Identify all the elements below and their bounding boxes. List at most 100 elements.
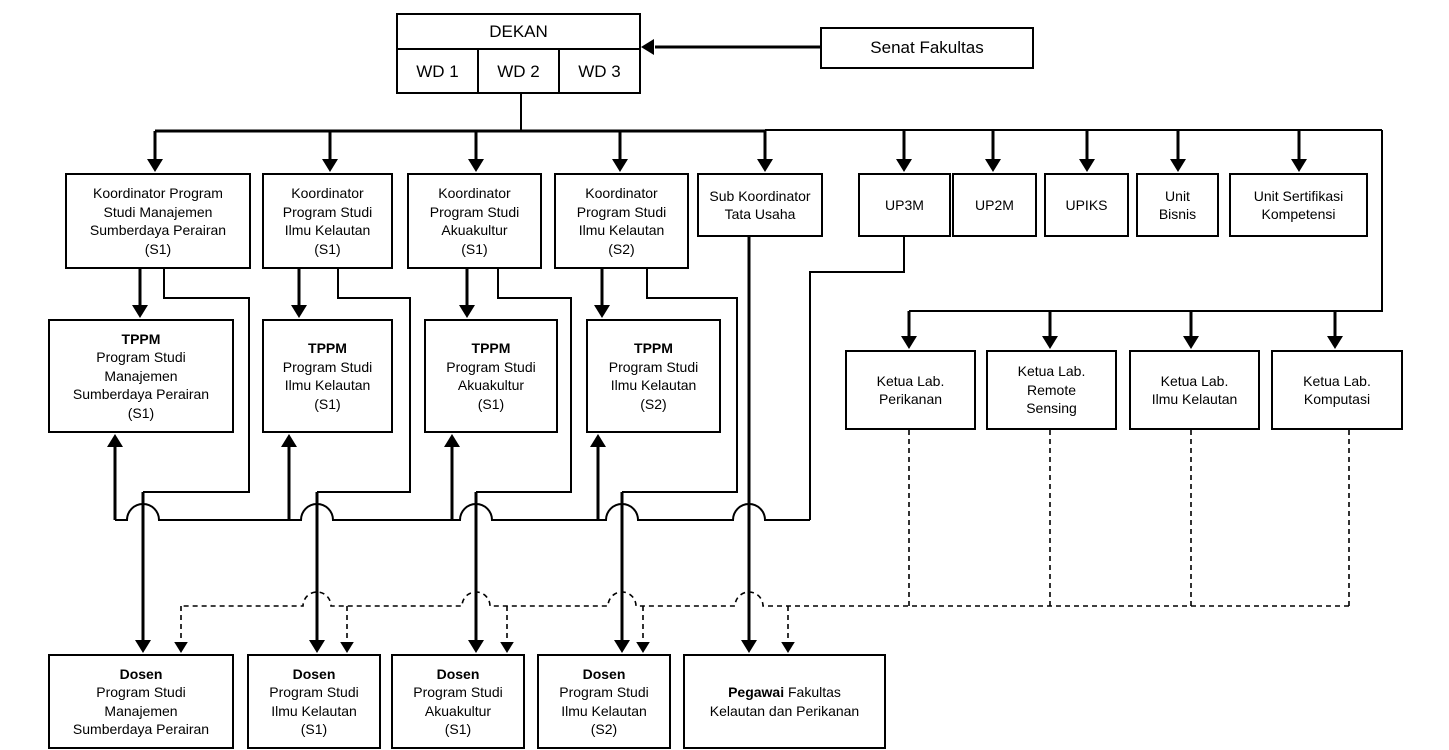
feedback-arrowhead-icon: [590, 434, 606, 447]
line: Bisnis: [1158, 206, 1197, 222]
line: Program Studi: [269, 684, 359, 700]
pegawai-box: Pegawai Fakultas Kelautan dan Perikanan: [683, 654, 886, 749]
unit-box-bisnis: Unit Bisnis: [1136, 173, 1219, 237]
tppm-heading: TPPM: [634, 340, 673, 356]
tppm-heading: TPPM: [471, 340, 511, 356]
tppm-box-msp: TPPM Program Studi Manajemen Sumberdaya …: [48, 319, 234, 433]
drop-arrowhead-icon: [468, 159, 484, 172]
line: Manajemen: [104, 702, 178, 719]
tppm-box-ik-s2: TPPM Program Studi Ilmu Kelautan (S2): [586, 319, 721, 433]
line: Kompetensi: [1261, 206, 1336, 222]
line: Ketua Lab.: [876, 372, 945, 389]
dekan-title: DEKAN: [398, 15, 639, 50]
coordination-arrowhead-icon: [174, 641, 188, 653]
line: Tata Usaha: [724, 206, 796, 222]
line: Sensing: [1026, 400, 1077, 417]
line: Program Studi: [429, 203, 520, 220]
deputy-row: WD 1 WD 2 WD 3: [398, 50, 639, 94]
line: Ilmu Kelautan: [561, 702, 647, 719]
line: (S1): [300, 721, 328, 737]
koor-route-line: [622, 269, 738, 493]
senat-arrowhead-icon: [641, 39, 654, 55]
koordinator-box-ik-s1: Koordinator Program Studi Ilmu Kelautan …: [262, 173, 393, 269]
line: Akuakultur: [441, 222, 508, 238]
lab-box-perikanan: Ketua Lab. Perikanan: [845, 350, 976, 430]
drop-arrowhead-icon: [612, 159, 628, 172]
unit-box-sertifikasi: Unit Sertifikasi Kompetensi: [1229, 173, 1368, 237]
line: Program Studi: [576, 203, 667, 220]
line: Koordinator: [291, 185, 364, 201]
coordination-arrowhead-icon: [500, 641, 514, 653]
dosen-heading: Dosen: [292, 665, 336, 682]
line: Program Studi: [282, 358, 373, 375]
line: Studi Manajemen: [103, 203, 213, 220]
drop-arrowhead-icon: [985, 159, 1001, 172]
lab-arrowhead-icon: [1327, 336, 1343, 349]
line: Sumberdaya Perairan: [89, 222, 227, 238]
line: Ilmu Kelautan: [610, 377, 697, 393]
coordination-arrowhead-icon: [340, 641, 354, 653]
drop-arrowhead-icon: [1291, 159, 1307, 172]
drop-arrowhead-icon: [896, 159, 912, 172]
unit-box-upiks: UPIKS: [1044, 173, 1129, 237]
koor-to-dosen-arrowhead-icon: [614, 640, 630, 653]
koordinator-box-ik-s2: Koordinator Program Studi Ilmu Kelautan …: [554, 173, 689, 269]
line: (S1): [461, 240, 488, 257]
unit-box-up2m: UP2M: [952, 173, 1037, 237]
wd2-cell: WD 2: [477, 50, 558, 94]
line: Komputasi: [1303, 391, 1371, 407]
pegawai-line2: Kelautan dan Perikanan: [709, 702, 860, 719]
pegawai-heading-suffix: Fakultas: [784, 684, 841, 700]
line: Ilmu Kelautan: [284, 377, 371, 393]
koordinator-box-msp: Koordinator Program Studi Manajemen Sumb…: [65, 173, 251, 269]
line: (S2): [590, 721, 618, 737]
koor-to-tppm-arrowhead-icon: [459, 305, 475, 318]
line: (S1): [444, 721, 472, 737]
tata-usaha-arrowhead-icon: [741, 640, 757, 653]
line: Remote: [1026, 381, 1077, 398]
line: Sub Koordinator: [709, 187, 811, 204]
line: (S1): [127, 404, 155, 421]
wd3-cell: WD 3: [558, 50, 639, 94]
feedback-arrowhead-icon: [107, 434, 123, 447]
tppm-box-ik-s1: TPPM Program Studi Ilmu Kelautan (S1): [262, 319, 393, 433]
lab-arrowhead-icon: [1183, 336, 1199, 349]
tppm-box-akuakultur: TPPM Program Studi Akuakultur (S1): [424, 319, 558, 433]
feedback-arrowhead-icon: [281, 434, 297, 447]
lab-bus-line: [909, 130, 1383, 312]
line: Ilmu Kelautan: [271, 702, 357, 719]
koor-route-line: [317, 269, 411, 493]
dosen-heading: Dosen: [119, 665, 163, 682]
drop-arrowhead-icon: [322, 159, 338, 172]
unit-box-tata-usaha: Sub Koordinator Tata Usaha: [697, 173, 823, 237]
dosen-heading: Dosen: [436, 665, 480, 682]
line: (S1): [144, 240, 172, 257]
koor-route-line: [476, 269, 572, 493]
line: Sumberdaya Perairan: [72, 721, 210, 737]
lab-arrowhead-icon: [1042, 336, 1058, 349]
line: Manajemen: [104, 367, 178, 384]
feedback-arrowhead-icon: [444, 434, 460, 447]
line: Program Studi: [446, 358, 536, 375]
up3m-route-line: [809, 237, 905, 520]
dosen-heading: Dosen: [582, 665, 626, 682]
koor-to-tppm-arrowhead-icon: [291, 305, 307, 318]
tppm-feedback-bus-line: [115, 503, 810, 521]
pegawai-line1: Pegawai Fakultas: [728, 683, 841, 702]
pegawai-heading: Pegawai: [728, 684, 785, 700]
lab-arrowhead-icon: [901, 336, 917, 349]
koor-to-dosen-arrowhead-icon: [309, 640, 325, 653]
drop-arrowhead-icon: [757, 159, 773, 172]
wd1-cell: WD 1: [416, 62, 459, 81]
line: Program Studi: [559, 684, 649, 700]
koor-to-tppm-arrowhead-icon: [594, 305, 610, 318]
dosen-box-ik-s2: Dosen Program Studi Ilmu Kelautan (S2): [537, 654, 671, 749]
line: Sumberdaya Perairan: [72, 386, 210, 403]
drop-arrowhead-icon: [1079, 159, 1095, 172]
senat-label: Senat Fakultas: [870, 37, 984, 57]
line: Ilmu Kelautan: [578, 222, 665, 238]
unit-box-up3m: UP3M: [858, 173, 951, 237]
line: Program Studi: [96, 684, 186, 700]
line: (S2): [640, 395, 667, 412]
